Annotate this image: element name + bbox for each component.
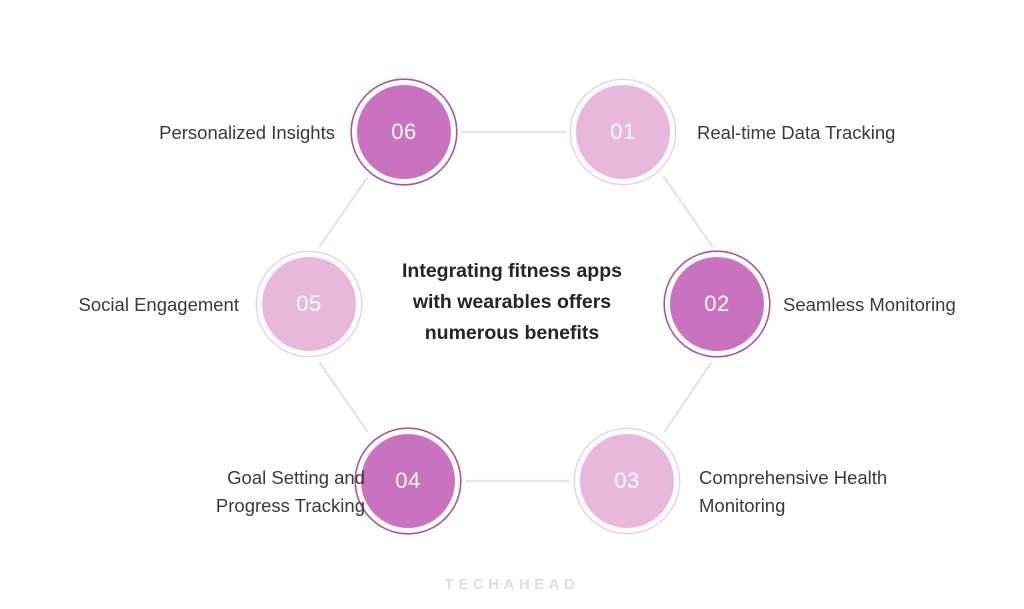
node-circle-05[interactable]: 05 [257, 252, 361, 356]
node-circle-06[interactable]: 06 [352, 80, 456, 184]
node-number-05: 05 [296, 291, 322, 316]
node-label-02: Seamless Monitoring [783, 294, 956, 315]
node-number-02: 02 [704, 291, 730, 316]
node-circle-03[interactable]: 03 [575, 429, 679, 533]
node-label-01: Real-time Data Tracking [697, 122, 896, 143]
node-number-03: 03 [614, 468, 640, 493]
connector-05-06 [318, 176, 369, 248]
node-number-04: 04 [395, 468, 421, 493]
node-circle-02[interactable]: 02 [665, 252, 769, 356]
node-number-06: 06 [391, 119, 417, 144]
node-number-01: 01 [610, 119, 636, 144]
connector-02-03 [663, 361, 713, 433]
node-label-06: Personalized Insights [159, 122, 335, 143]
watermark-techahead: TECHAHEAD [444, 576, 580, 593]
node-label-05: Social Engagement [78, 294, 239, 315]
center-headline: Integrating fitness apps with wearables … [402, 260, 622, 344]
connector-04-05 [318, 361, 369, 433]
node-label-04: Goal Setting and Progress Tracking [215, 467, 365, 516]
node-circle-04[interactable]: 04 [356, 429, 460, 533]
connector-01-02 [662, 175, 714, 248]
node-circle-01[interactable]: 01 [571, 80, 675, 184]
node-label-03: Comprehensive Health Monitoring [699, 467, 888, 516]
